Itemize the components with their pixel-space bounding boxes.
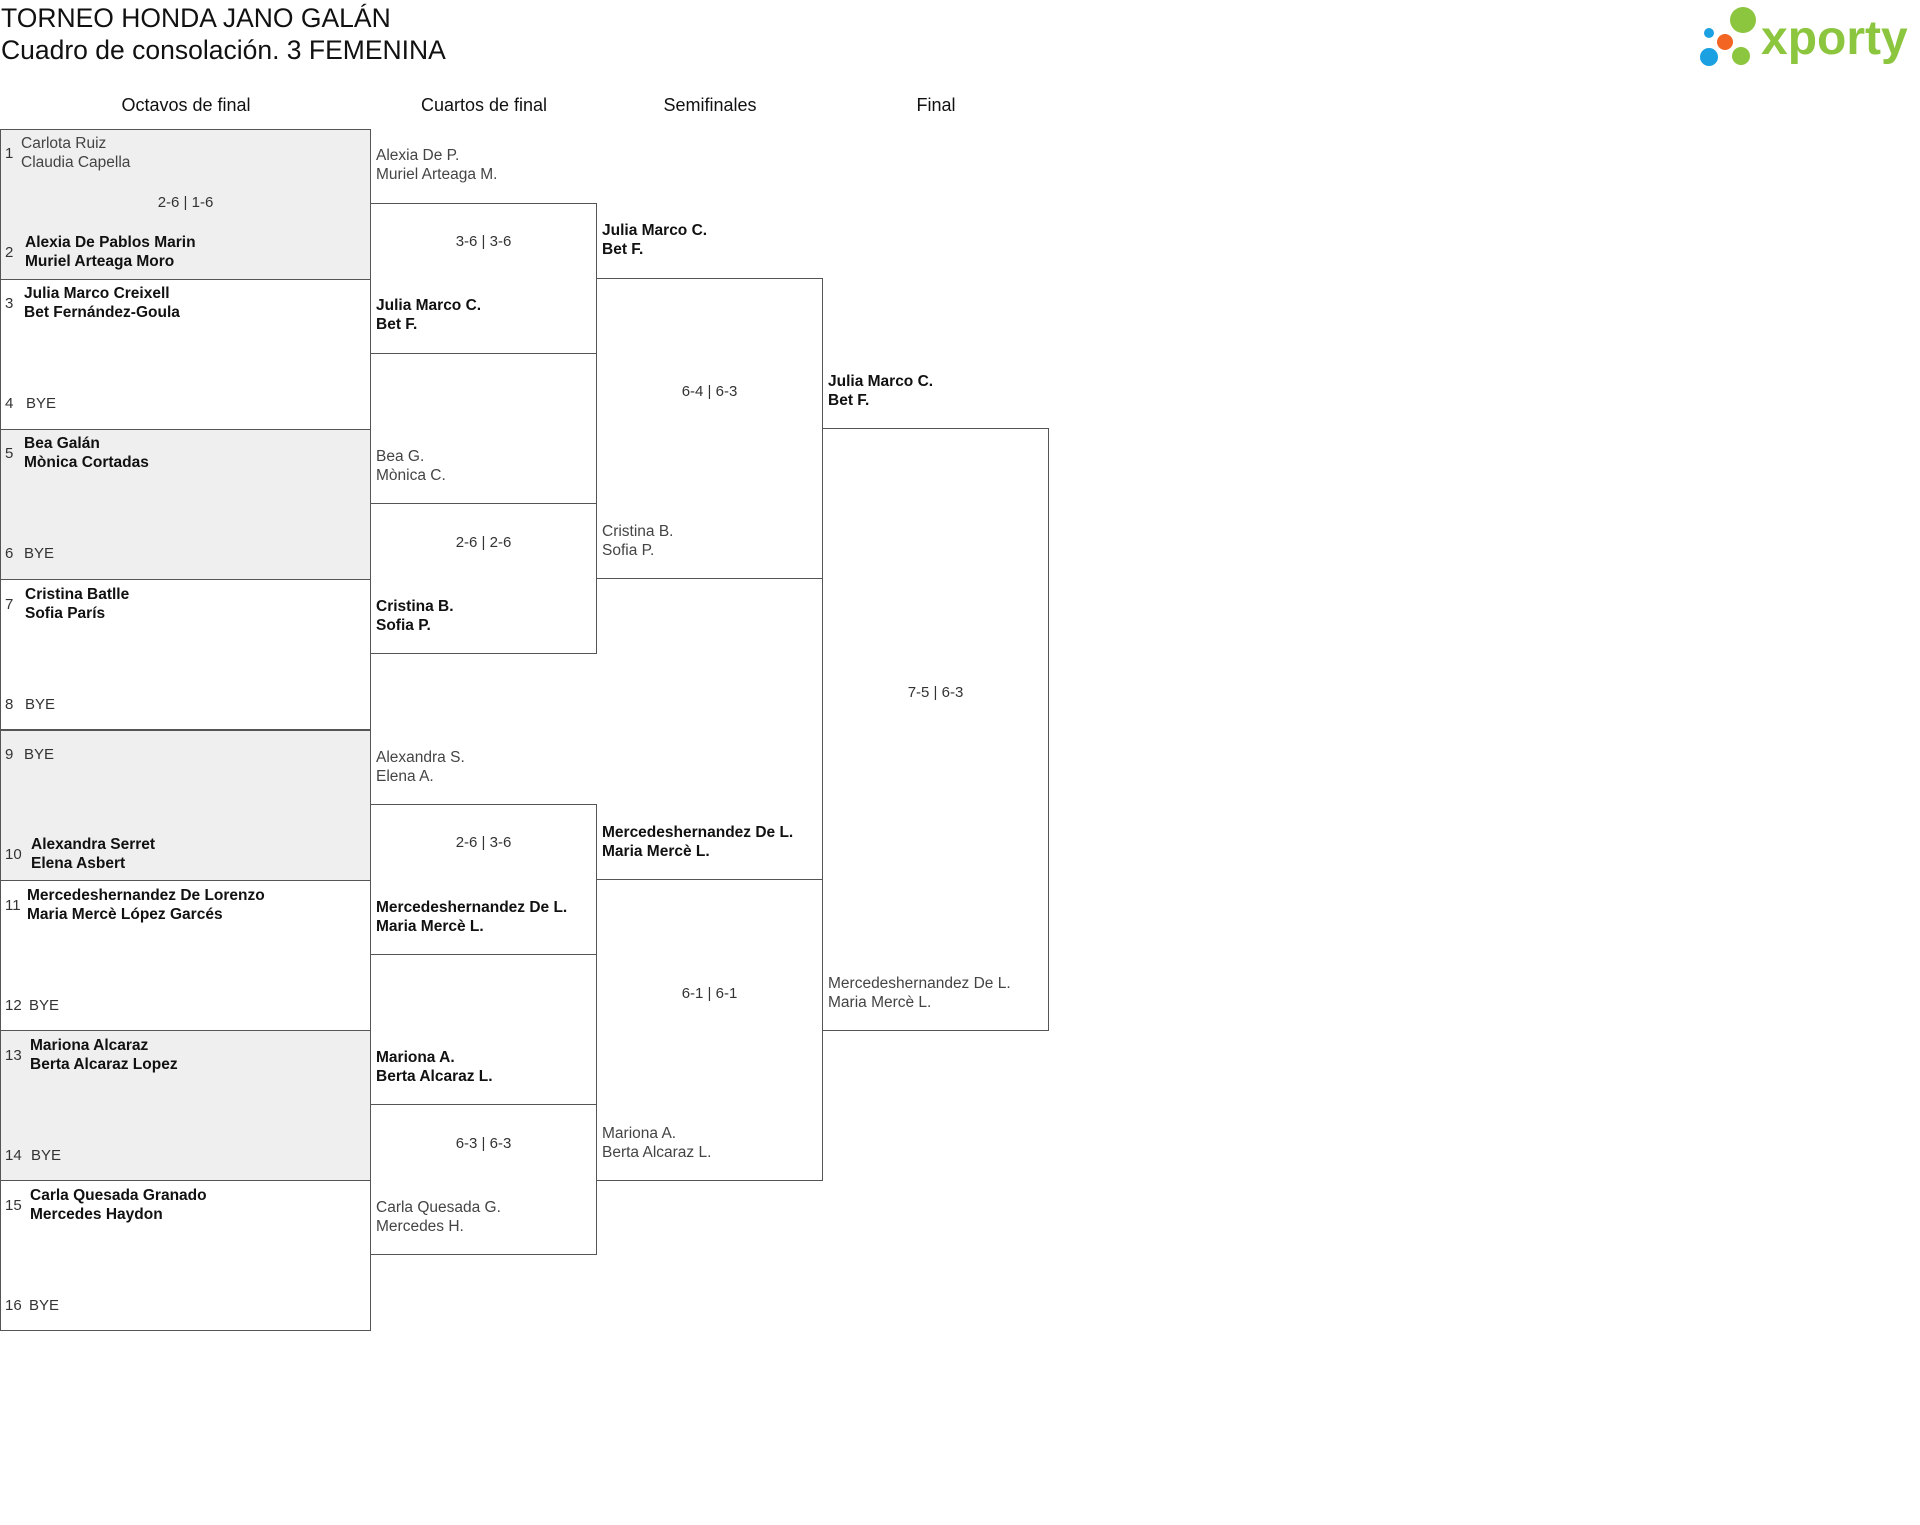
r16-player: Sofia París: [25, 605, 106, 622]
r16-player: Berta Alcaraz Lopez: [30, 1056, 178, 1073]
r16-player: Elena Asbert: [31, 855, 126, 872]
tournament-title: TORNEO HONDA JANO GALÁN: [1, 3, 391, 33]
bye-label: BYE: [31, 1147, 62, 1164]
seed-number: 8: [5, 696, 14, 713]
r16-player: Bet Fernández-Goula: [24, 304, 180, 321]
bye-label: BYE: [24, 746, 55, 763]
seed-number: 3: [5, 295, 14, 312]
r16-player: Claudia Capella: [21, 154, 131, 171]
bye-label: BYE: [25, 696, 56, 713]
sf-player: Maria Mercè L.: [602, 843, 710, 860]
r16-match-box: [0, 129, 371, 280]
r16-match-box: [0, 1030, 371, 1181]
r16-match-box: [0, 429, 371, 580]
r16-match-box: [0, 1180, 371, 1331]
seed-number: 13: [5, 1047, 22, 1064]
sf-player: Cristina B.: [602, 523, 674, 540]
final-player: Mercedeshernandez De L.: [828, 975, 1011, 992]
r16-player: Muriel Arteaga Moro: [25, 253, 175, 270]
seed-number: 16: [5, 1297, 22, 1314]
qf-player: Bea G.: [376, 448, 425, 465]
match-score: 6-3 | 6-3: [455, 1135, 512, 1152]
logo-dot-green: [1730, 7, 1756, 33]
qf-player: Mònica C.: [376, 467, 446, 484]
qf-player: Muriel Arteaga M.: [376, 166, 498, 183]
r16-player: Mariona Alcaraz: [30, 1037, 149, 1054]
r16-player: Carla Quesada Granado: [30, 1187, 207, 1204]
seed-number: 15: [5, 1197, 22, 1214]
qf-player: Bet F.: [376, 316, 418, 333]
qf-player: Alexandra S.: [376, 749, 465, 766]
final-player: Bet F.: [828, 392, 870, 409]
sf-player: Bet F.: [602, 241, 644, 258]
sf-player: Berta Alcaraz L.: [602, 1144, 712, 1161]
sf-player: Mariona A.: [602, 1125, 677, 1142]
match-score: 3-6 | 3-6: [455, 233, 512, 250]
logo-text: xporty: [1761, 12, 1908, 65]
qf-player: Mercedeshernandez De L.: [376, 899, 568, 916]
qf-player: Carla Quesada G.: [376, 1199, 501, 1216]
r16-match-box: [0, 730, 371, 881]
match-score: 7-5 | 6-3: [907, 684, 964, 701]
match-score: 2-6 | 2-6: [455, 534, 512, 551]
logo-dot-orange: [1717, 34, 1733, 50]
round-header-r16: Octavos de final: [121, 95, 251, 115]
bye-label: BYE: [29, 1297, 60, 1314]
seed-number: 2: [5, 244, 14, 261]
qf-player: Mariona A.: [376, 1049, 455, 1066]
match-score: 6-4 | 6-3: [681, 383, 738, 400]
r16-player: Mercedes Haydon: [30, 1206, 163, 1223]
r16-match-box: [0, 579, 371, 730]
r16-player: Carlota Ruiz: [21, 135, 107, 152]
seed-number: 7: [5, 596, 14, 613]
r16-player: Mònica Cortadas: [24, 454, 149, 471]
final-player: Maria Mercè L.: [828, 994, 932, 1011]
r16-player: Julia Marco Creixell: [24, 285, 170, 302]
seed-number: 10: [5, 846, 22, 863]
match-score: 2-6 | 1-6: [157, 194, 214, 211]
seed-number: 9: [5, 746, 14, 763]
logo-dot-blue-small: [1704, 28, 1714, 38]
match-score: 2-6 | 3-6: [455, 834, 512, 851]
logo-dot-green-small: [1732, 47, 1750, 65]
final-match-box: [822, 428, 1049, 1031]
xporty-logo: xporty: [1700, 7, 1908, 66]
sf-player: Mercedeshernandez De L.: [602, 824, 794, 841]
r16-player: Bea Galán: [24, 435, 100, 452]
r16-player: Alexandra Serret: [31, 836, 156, 853]
r16-player: Maria Mercè López Garcés: [27, 906, 223, 923]
seed-number: 6: [5, 545, 14, 562]
seed-number: 5: [5, 445, 14, 462]
bye-label: BYE: [26, 395, 57, 412]
seed-number: 11: [5, 897, 21, 914]
round-header-sf: Semifinales: [663, 95, 757, 115]
draw-subtitle: Cuadro de consolación. 3 FEMENINA: [1, 35, 446, 65]
qf-player: Maria Mercè L.: [376, 918, 484, 935]
seed-number: 1: [5, 145, 14, 162]
qf-player: Alexia De P.: [376, 147, 460, 164]
seed-number: 4: [5, 395, 14, 412]
match-score: 6-1 | 6-1: [681, 985, 738, 1002]
bye-label: BYE: [24, 545, 55, 562]
r16-player: Cristina Batlle: [25, 586, 130, 603]
seed-number: 12: [5, 997, 22, 1014]
sf-player: Sofia P.: [602, 542, 655, 559]
seed-number: 14: [5, 1147, 22, 1164]
final-player: Julia Marco C.: [828, 373, 934, 390]
qf-player: Sofia P.: [376, 617, 431, 634]
r16-player: Alexia De Pablos Marin: [25, 234, 196, 251]
logo-dot-blue: [1700, 48, 1718, 66]
qf-player: Julia Marco C.: [376, 297, 482, 314]
sf-player: Julia Marco C.: [602, 222, 708, 239]
round-header-final: Final: [916, 95, 956, 115]
bye-label: BYE: [29, 997, 60, 1014]
qf-player: Cristina B.: [376, 598, 454, 615]
qf-player: Elena A.: [376, 768, 434, 785]
r16-player: Mercedeshernandez De Lorenzo: [27, 887, 265, 904]
qf-player: Berta Alcaraz L.: [376, 1068, 493, 1085]
qf-player: Mercedes H.: [376, 1218, 464, 1235]
round-header-qf: Cuartos de final: [420, 95, 548, 115]
